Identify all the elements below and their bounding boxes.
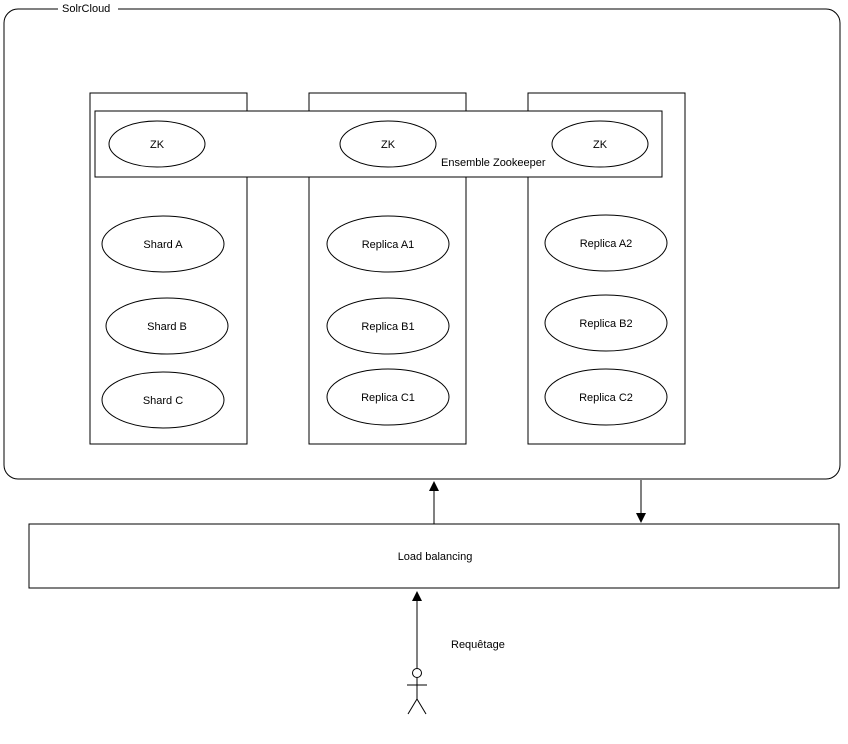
shard-c: Shard C	[101, 371, 225, 429]
shard-a-label: Shard A	[143, 239, 183, 251]
client-request-label: Requêtage	[451, 639, 505, 651]
zk-node-label: ZK	[593, 139, 608, 151]
replica-b1-label: Replica B1	[361, 321, 414, 333]
replica-b2-label: Replica B2	[579, 318, 632, 330]
replica-c2-label: Replica C2	[579, 392, 633, 404]
replica-b2: Replica B2	[544, 294, 668, 352]
replica-a2: Replica A2	[544, 214, 668, 272]
zookeeper-ensemble-label: Ensemble Zookeeper	[441, 157, 546, 169]
shard-b: Shard B	[105, 297, 229, 355]
replica-c1-label: Replica C1	[361, 392, 415, 404]
zk-node-label: ZK	[150, 139, 165, 151]
replica-b1: Replica B1	[326, 297, 450, 355]
solrcloud-title: SolrCloud	[62, 3, 110, 15]
replica-c1: Replica C1	[326, 368, 450, 426]
shard-b-label: Shard B	[147, 321, 187, 333]
shard-a: Shard A	[101, 215, 225, 273]
load-balancer-label: Load balancing	[398, 551, 473, 563]
zk-node-3: ZK	[551, 120, 649, 168]
replica-a1-label: Replica A1	[362, 239, 415, 251]
shard-c-label: Shard C	[143, 395, 183, 407]
zk-node-1: ZK	[108, 120, 206, 168]
zk-node-2: ZK	[339, 120, 437, 168]
replica-a2-label: Replica A2	[580, 238, 633, 250]
replica-c2: Replica C2	[544, 368, 668, 426]
load-balancer: Load balancing	[28, 523, 840, 589]
zk-node-label: ZK	[381, 139, 396, 151]
user-actor-icon	[407, 668, 427, 715]
replica-a1: Replica A1	[326, 215, 450, 273]
